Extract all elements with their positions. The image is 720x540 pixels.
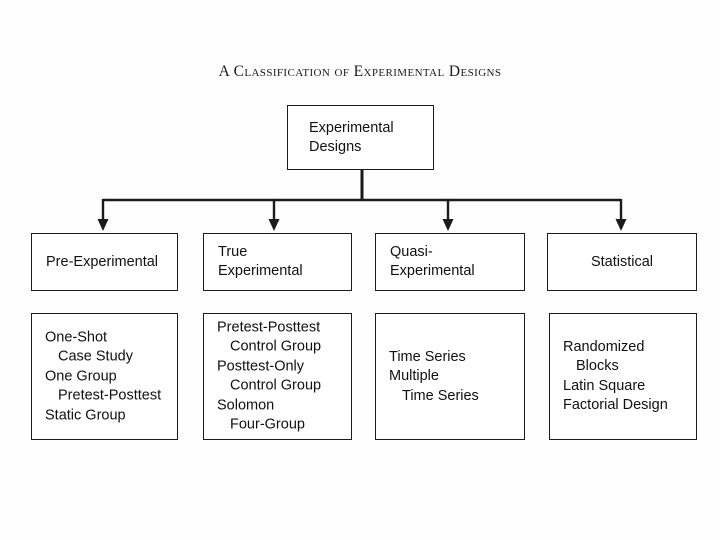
node-experimental-designs[interactable]: Experimental Designs bbox=[287, 105, 434, 170]
node-statistical[interactable]: Statistical bbox=[547, 233, 697, 291]
design-list-item: Case Study bbox=[58, 348, 133, 365]
arrowhead-icon-2 bbox=[268, 219, 280, 231]
node-label: Experimental Designs bbox=[309, 120, 394, 155]
design-list-item: Control Group bbox=[230, 377, 322, 394]
node-label: Statistical bbox=[590, 254, 654, 270]
design-list-item: One-Shot bbox=[45, 328, 108, 345]
design-list-item: Latin Square bbox=[563, 377, 646, 394]
design-list-item: Blocks bbox=[576, 358, 619, 374]
design-list-item: Factorial Design bbox=[563, 397, 668, 413]
arrowhead-icon-1 bbox=[97, 219, 109, 231]
arrowhead-icon-3 bbox=[442, 219, 454, 231]
page-title: A Classification of Experimental Designs bbox=[218, 63, 502, 80]
design-list-item: Four-Group bbox=[230, 416, 305, 433]
design-list-item: Pretest-Posttest bbox=[58, 387, 162, 404]
design-list-item: Static Group bbox=[45, 406, 126, 423]
design-list-item: Pretest-Posttest bbox=[217, 319, 321, 335]
node-true-experimental[interactable]: True Experimental bbox=[203, 233, 352, 291]
node-quasi-experimental[interactable]: Quasi- Experimental bbox=[375, 233, 525, 291]
arrowhead-icon-4 bbox=[615, 219, 627, 231]
design-list-item: Control Group bbox=[230, 338, 322, 355]
design-list-item: Time Series bbox=[402, 387, 479, 404]
design-list-item: Time Series bbox=[389, 348, 466, 365]
node-pre-experimental[interactable]: Pre-Experimental bbox=[31, 233, 178, 291]
design-list-item: Posttest-Only bbox=[217, 358, 305, 374]
node-label: Pre-Experimental bbox=[46, 254, 159, 270]
node-label: True Experimental bbox=[218, 244, 303, 279]
design-list-item: Solomon bbox=[217, 397, 275, 413]
design-list-item: Multiple bbox=[389, 367, 439, 384]
design-list-item: One Group bbox=[45, 367, 117, 384]
node-label: Quasi- Experimental bbox=[390, 244, 475, 279]
design-list-item: Randomized bbox=[563, 338, 645, 355]
